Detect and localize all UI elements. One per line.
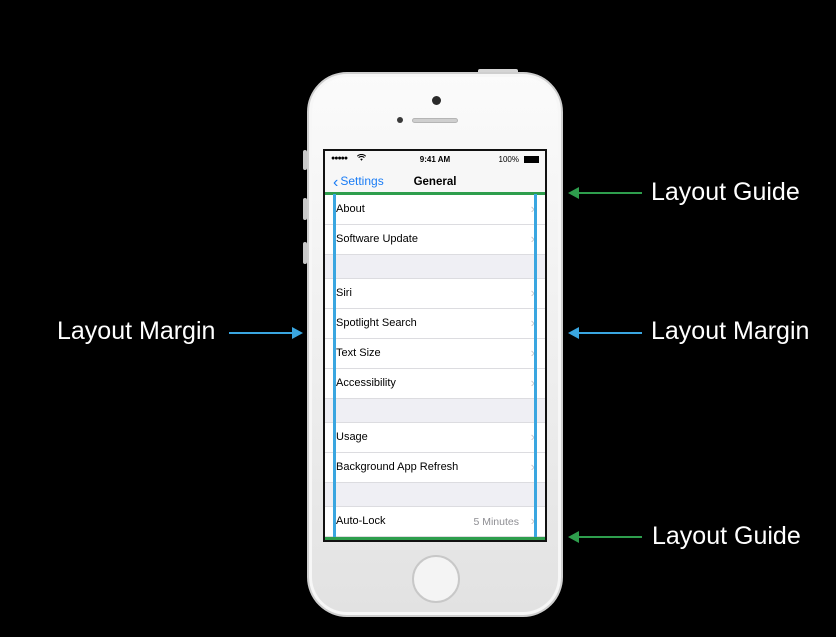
left-margin-arrow-icon [229,327,303,339]
top-guide-arrow-icon [568,187,642,199]
chevron-right-icon: › [530,429,535,444]
page-title: General [413,176,457,188]
home-button[interactable] [412,555,460,603]
right-layout-margin-label: Layout Margin [651,317,810,345]
phone-screen: ●●●●● 9:41 AM 100% ‹Settings General Abo… [323,149,547,542]
bottom-layout-guide-line [325,537,545,540]
list-item-label: Text Size [336,347,381,359]
list-item-text-size[interactable]: Text Size › [325,339,545,369]
chevron-left-icon: ‹ [333,174,339,191]
volume-down-button [303,242,307,264]
settings-list: About › Software Update › Siri › Spotlight … [325,195,545,537]
left-layout-margin-label: Layout Margin [57,317,216,345]
bottom-layout-guide-label: Layout Guide [652,522,801,550]
top-layout-guide-line [325,192,545,195]
section-gap [325,483,545,507]
proximity-sensor [397,117,403,123]
status-bar: ●●●●● 9:41 AM 100% [325,151,545,169]
list-item-label: Software Update [336,233,418,245]
battery-percent: 100% [498,155,519,164]
top-layout-guide-label: Layout Guide [651,178,800,206]
list-item-accessibility[interactable]: Accessibility › [325,369,545,399]
earpiece-speaker [412,118,458,123]
signal-strength-icon: ●●●●● [331,155,348,162]
mute-switch [303,150,307,170]
chevron-right-icon: › [530,513,535,528]
list-item-label: Usage [336,431,368,443]
volume-up-button [303,198,307,220]
list-item-usage[interactable]: Usage › [325,423,545,453]
back-button-label: Settings [340,174,384,188]
list-item-label: Spotlight Search [336,317,417,329]
front-camera-icon [432,96,441,105]
list-item-label: Siri [336,287,352,299]
list-item-background-app-refresh[interactable]: Background App Refresh › [325,453,545,483]
chevron-right-icon: › [530,201,535,216]
left-layout-margin-line [333,194,336,537]
back-button[interactable]: ‹Settings [333,174,384,192]
list-item-label: Accessibility [336,377,396,389]
chevron-right-icon: › [530,231,535,246]
list-item-spotlight-search[interactable]: Spotlight Search › [325,309,545,339]
list-item-software-update[interactable]: Software Update › [325,225,545,255]
chevron-right-icon: › [530,345,535,360]
chevron-right-icon: › [530,285,535,300]
bottom-guide-arrow-icon [568,531,642,543]
chevron-right-icon: › [530,375,535,390]
section-gap [325,255,545,279]
right-layout-margin-line [534,194,537,537]
list-item-label: About [336,203,365,215]
right-margin-arrow-icon [568,327,642,339]
battery-icon [524,156,539,163]
list-item-label: Background App Refresh [336,461,459,473]
section-gap [325,399,545,423]
sleep-button [478,69,518,74]
list-item-label: Auto-Lock [336,515,386,527]
list-item-auto-lock[interactable]: Auto-Lock 5 Minutes › [325,507,545,537]
chevron-right-icon: › [530,459,535,474]
list-item-about[interactable]: About › [325,195,545,225]
list-item-value: 5 Minutes [473,516,519,528]
chevron-right-icon: › [530,315,535,330]
list-item-siri[interactable]: Siri › [325,279,545,309]
status-time: 9:41 AM [419,155,451,164]
wifi-icon [356,153,367,164]
